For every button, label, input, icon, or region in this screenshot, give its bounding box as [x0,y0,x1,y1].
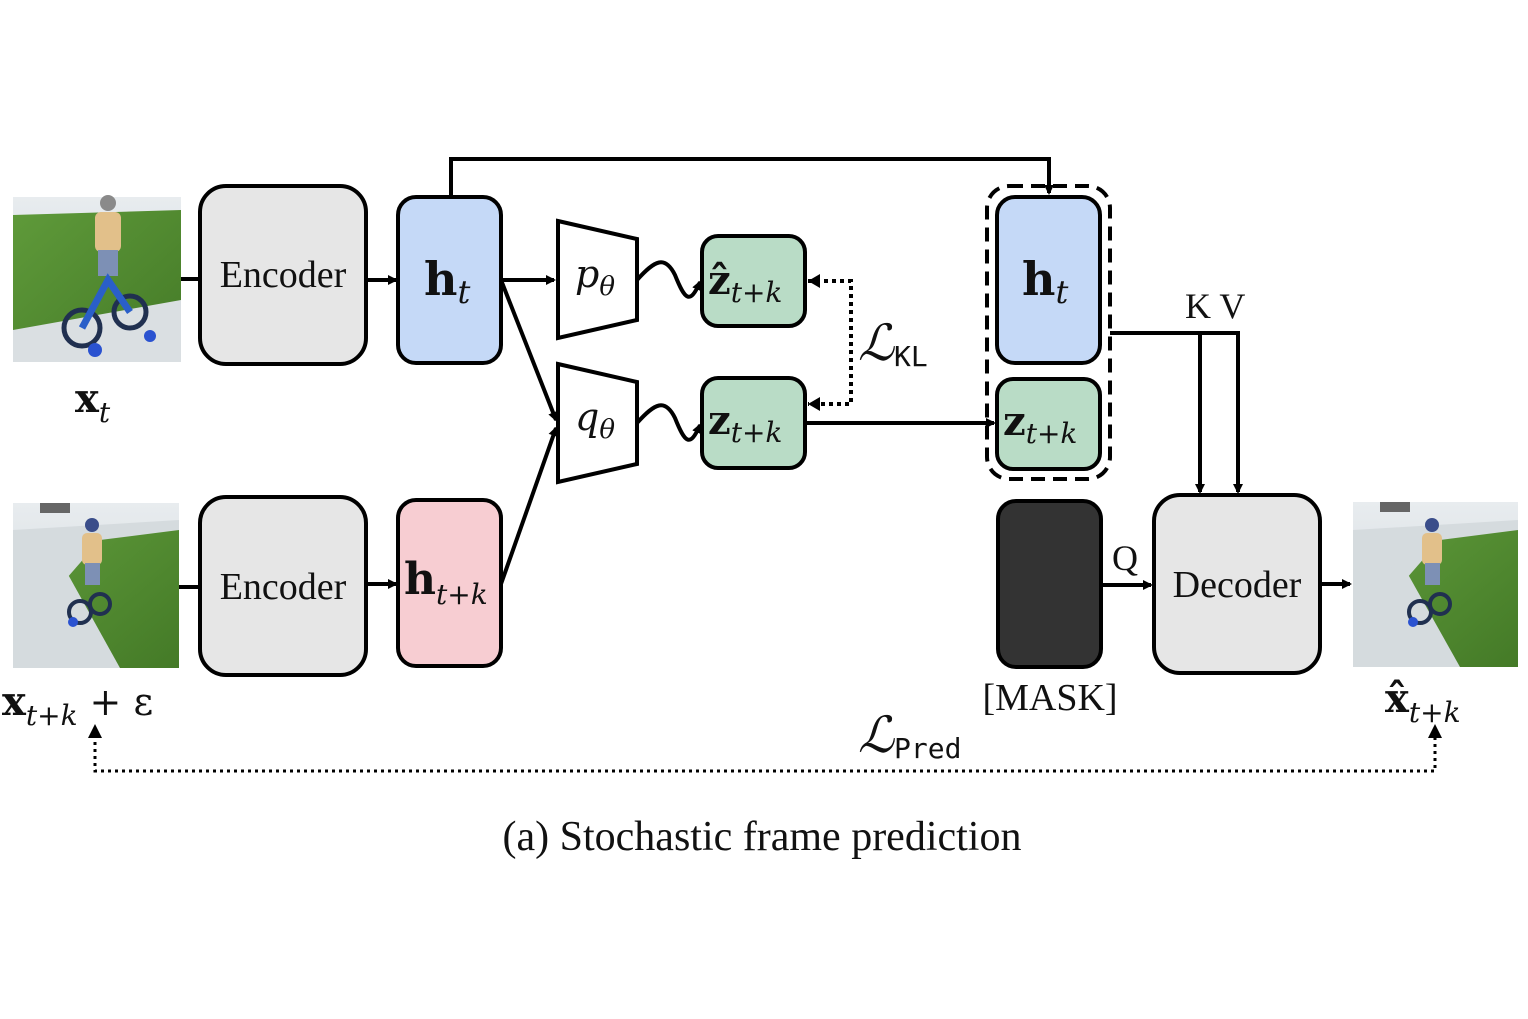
encoder-bottom-label: Encoder [220,566,347,608]
decoder: Decoder [1152,493,1322,675]
mask-token-label: [MASK] [982,677,1117,719]
latent-z-hat: ẑt+k [700,234,807,328]
context-ht-label: ht [1022,252,1068,311]
input-frame-bottom-image [13,503,179,668]
query-label: Q [1112,538,1138,578]
latent-z-hat-label: ẑt+k [708,257,782,309]
pred-loss-bracket [93,728,1437,773]
encoder-top: Encoder [198,184,368,366]
skip-connection-arrow [449,157,1054,197]
htk-to-posterior-arrow [499,426,559,585]
encoder-bottom: Encoder [198,495,368,677]
hidden-state-htk-label: ht+k [404,554,488,611]
output-frame-image [1353,502,1518,667]
latent-z: zt+k [700,376,807,470]
context-ht: ht [995,195,1102,365]
context-z-label: zt+k [1003,398,1077,450]
input-frame-top-image [13,195,181,362]
ht-to-posterior-arrow [499,279,558,422]
kl-loss-bracket [808,279,853,406]
prior-distribution-label: pθ [575,252,615,302]
mask-token [996,499,1103,669]
posterior-sampling-squiggle [635,403,702,442]
prior-sampling-squiggle [635,260,702,299]
figure-caption: (a) Stochastic frame prediction [503,814,1022,860]
encoder-top-label: Encoder [220,254,347,296]
input-frame-top-label: xt [75,375,111,429]
pred-arrow-head-right [1428,724,1442,738]
input-frame-bottom-label: xt+k+ ε [2,678,153,732]
posterior-distribution: qθ [556,361,639,485]
hidden-state-ht-label: ht [424,252,470,311]
value-arrow [1110,331,1243,494]
pred-loss-label: ℒPred [858,707,961,765]
hidden-state-htk: ht+k [396,498,503,668]
pred-arrow-head-left [88,724,102,738]
decoder-label: Decoder [1173,564,1302,606]
kl-loss-label: ℒKL [858,315,928,373]
kv-label: K V [1185,286,1245,326]
prior-distribution: pθ [556,218,639,341]
hidden-state-ht: ht [396,195,503,365]
kl-arrow-head-bottom [808,397,820,411]
context-z: zt+k [995,377,1102,471]
kl-arrow-head-top [808,274,820,288]
latent-z-label: zt+k [708,397,782,449]
output-frame-label: x̂t+k [1385,675,1461,729]
posterior-distribution-label: qθ [575,395,615,445]
